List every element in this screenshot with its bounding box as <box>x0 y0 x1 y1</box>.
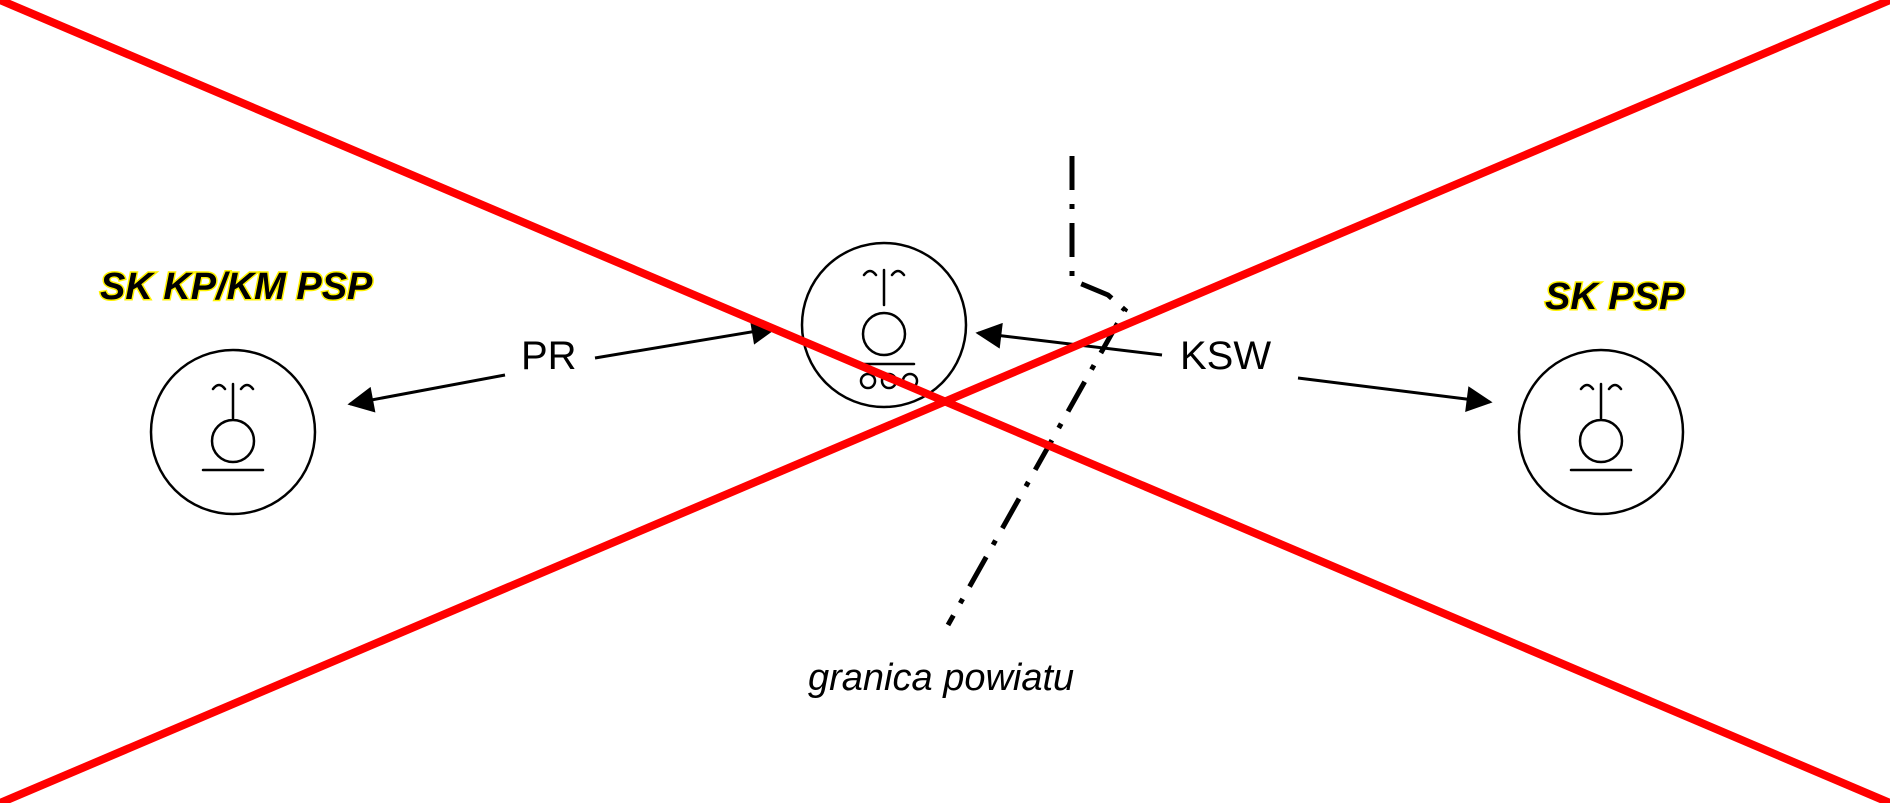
radio-transmitter-icon <box>201 382 265 472</box>
left-station-ring <box>149 348 317 516</box>
pr-arrow-left <box>347 373 506 413</box>
radio-transmitter-icon <box>1569 382 1633 472</box>
pr-arrow-right <box>594 319 778 360</box>
right-station-ring <box>1517 348 1685 516</box>
county-boundary-line <box>945 156 1129 627</box>
ksw-link: KSW <box>975 322 1493 412</box>
county-boundary: granica powiatu <box>808 156 1129 699</box>
right-station <box>1517 348 1685 516</box>
left-station <box>149 348 317 516</box>
county-boundary-label: granica powiatu <box>808 657 1074 699</box>
right-station-heading: SK PSP <box>1545 276 1685 318</box>
ksw-arrow-left <box>975 322 1163 357</box>
ksw-label: KSW <box>1180 334 1271 378</box>
ksw-arrow-right <box>1297 376 1493 412</box>
left-station-heading: SK KP/KM PSP <box>100 266 373 308</box>
center-station-ring <box>800 241 968 409</box>
pr-link: PR <box>347 319 778 413</box>
pr-label: PR <box>521 334 577 378</box>
radio-transmitter-icon <box>852 268 916 366</box>
center-station <box>800 241 968 409</box>
